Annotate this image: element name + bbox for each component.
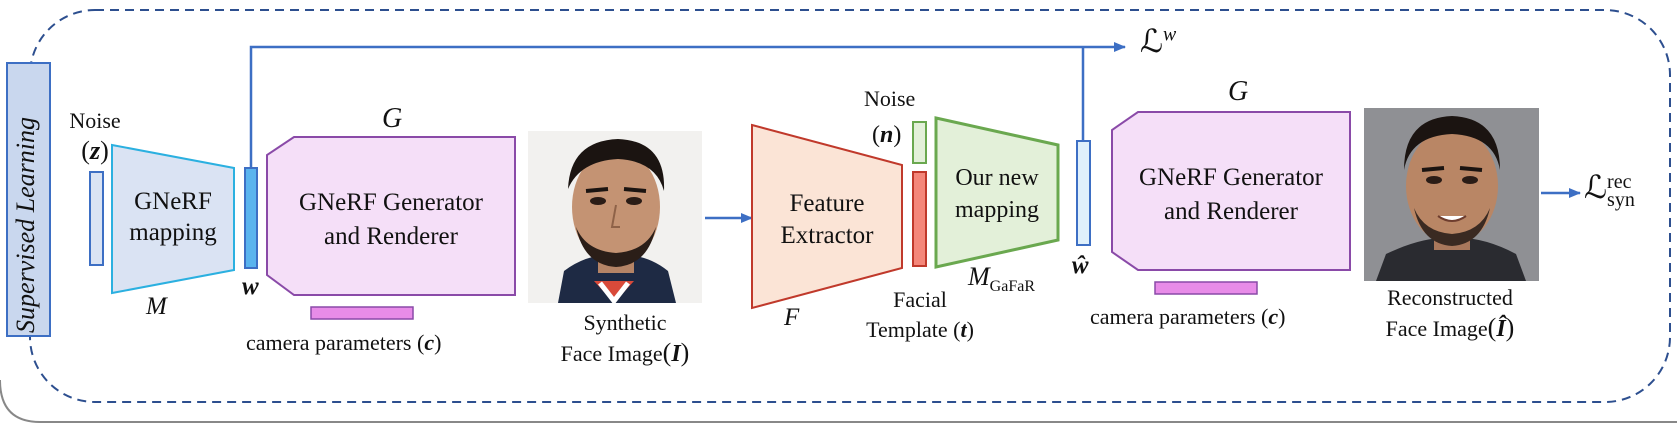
reconstructed-caption-line2: Face Image	[1385, 316, 1488, 341]
new-mapping-line2: mapping	[955, 197, 1039, 223]
generator-1-block	[266, 136, 516, 296]
loss-w-label: ℒw	[1140, 22, 1176, 60]
new-mapping-symbol-m: M	[968, 262, 990, 291]
reconstructed-face-caption: Reconstructed Face Image(Î)	[1355, 283, 1545, 344]
generator-2-text: GNeRF Generator and Renderer	[1112, 161, 1350, 229]
generator-1-text: GNeRF Generator and Renderer	[267, 186, 515, 254]
synthetic-face-image	[528, 131, 702, 303]
noise-z-close: )	[100, 136, 109, 165]
generator-1-line1: GNeRF Generator	[299, 189, 483, 216]
camera-2-text: camera parameters (	[1090, 304, 1269, 329]
synthetic-caption-open: (	[662, 338, 672, 367]
noise-z-open: (	[81, 136, 90, 165]
generator-2-symbol: G	[1228, 76, 1249, 107]
camera-2-label: camera parameters (c)	[1090, 304, 1285, 330]
reconstructed-caption-open: (	[1487, 313, 1497, 342]
generator-2-block	[1111, 111, 1351, 271]
synthetic-caption-var: I	[671, 341, 681, 367]
new-mapping-symbol-sub: GaFaR	[989, 278, 1035, 296]
loss-rec-sub: syn	[1607, 188, 1635, 211]
noise-n-open: (	[872, 122, 880, 148]
latent-w-hat-bar	[1076, 140, 1091, 246]
generator-2-line1: GNeRF Generator	[1139, 164, 1323, 191]
camera-1-close: )	[434, 330, 442, 355]
gnerf-mapping-line2: mapping	[129, 219, 217, 246]
camera-1-bar	[310, 306, 414, 320]
generator-1-line2: and Renderer	[324, 223, 458, 250]
facial-template-close: )	[966, 317, 974, 342]
synthetic-face-caption: Synthetic Face Image(I)	[530, 308, 720, 369]
camera-2-close: )	[1278, 304, 1286, 329]
new-mapping-symbol: MGaFaR	[968, 262, 1035, 296]
feature-extractor-block	[751, 123, 903, 310]
noise-n-var-label: (n)	[872, 122, 901, 149]
feature-extractor-line2: Extractor	[780, 222, 874, 249]
camera-2-bar	[1154, 281, 1258, 295]
noise-z-bar	[89, 171, 104, 266]
facial-template-bar	[912, 171, 927, 267]
supervised-boundary	[29, 9, 1671, 403]
facial-template-label: Facial Template (t)	[840, 285, 1000, 345]
camera-1-var: c	[424, 330, 435, 355]
new-mapping-line1: Our new	[955, 165, 1039, 191]
mapping-symbol-m: M	[146, 293, 167, 320]
gnerf-mapping-line1: GNeRF	[134, 188, 212, 215]
reconstructed-caption-line1: Reconstructed	[1387, 285, 1513, 310]
generator-1-symbol: G	[382, 103, 403, 134]
camera-2-var: c	[1268, 304, 1279, 329]
loss-rec-sup: rec	[1607, 170, 1632, 193]
loss-w-symbol: ℒ	[1140, 23, 1164, 59]
w-hat-symbol: ŵ	[1072, 252, 1089, 279]
facial-template-line1: Facial	[893, 287, 947, 312]
w-symbol: w	[242, 273, 259, 300]
outer-frame	[0, 379, 1677, 423]
supervised-learning-label: Supervised Learning	[11, 117, 40, 333]
synthetic-caption-close: )	[680, 338, 690, 367]
synthetic-caption-line2: Face Image	[560, 341, 663, 366]
noise-n-text: Noise	[864, 86, 916, 111]
facial-template-line2: Template (	[866, 317, 961, 342]
loss-rec-symbol: ℒ	[1584, 169, 1608, 205]
gnerf-mapping-text: GNeRF mapping	[112, 186, 234, 248]
synthetic-caption-line1: Synthetic	[583, 310, 667, 335]
new-mapping-block	[934, 116, 1060, 269]
noise-z-text: Noise	[69, 108, 121, 133]
noise-z-var: z	[89, 136, 101, 165]
new-mapping-text: Our new mapping	[936, 162, 1058, 226]
w-loss-line	[249, 42, 1126, 168]
extractor-symbol-f: F	[784, 304, 800, 331]
gnerf-mapping-block	[111, 143, 235, 295]
reconstructed-caption-close: )	[1505, 313, 1515, 342]
noise-z-label: Noise (z)	[60, 106, 130, 166]
noise-n-var: n	[880, 122, 894, 148]
generator-2-line2: and Renderer	[1164, 198, 1298, 225]
loss-w-sup: w	[1163, 23, 1177, 46]
noise-n-close: )	[893, 122, 902, 148]
latent-w-bar	[244, 167, 258, 269]
feature-extractor-text: Feature Extractor	[752, 188, 902, 252]
reconstructed-caption-var: Î	[1496, 316, 1506, 342]
camera-1-label: camera parameters (c)	[246, 330, 441, 356]
feature-extractor-line1: Feature	[789, 190, 865, 217]
facial-template-var: t	[960, 317, 967, 342]
noise-n-bar	[912, 121, 927, 164]
camera-1-text: camera parameters (	[246, 330, 425, 355]
supervised-label-box	[6, 62, 51, 337]
reconstructed-face-image	[1364, 108, 1539, 281]
